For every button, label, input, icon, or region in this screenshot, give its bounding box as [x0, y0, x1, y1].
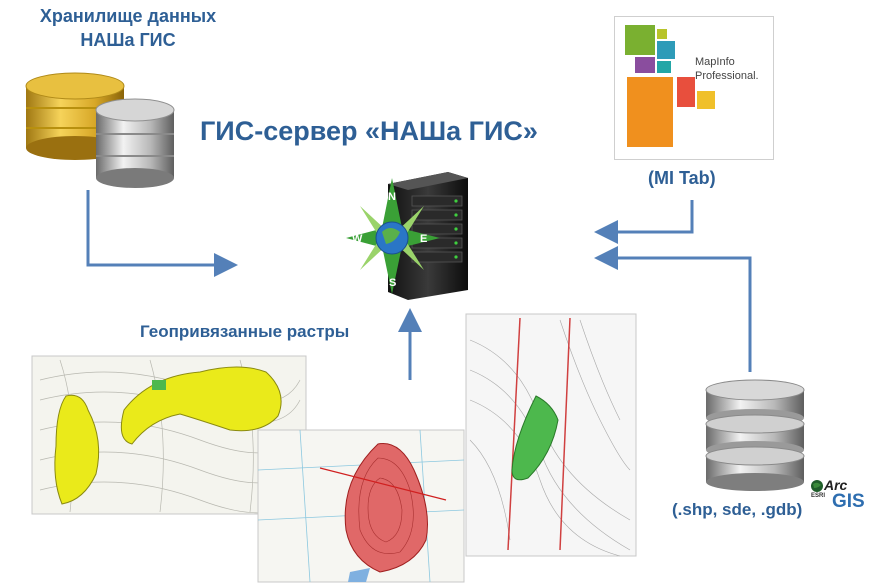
- mapinfo-format-label: (MI Tab): [648, 168, 716, 188]
- arcgis-logo-arc: Arc: [824, 477, 848, 493]
- server-title: ГИС-сервер «НАШа ГИС»: [200, 116, 538, 146]
- arcgis-logo: Arc ESRI GIS: [810, 477, 874, 517]
- arcgis-format-label: (.shp, sde, .gdb): [672, 500, 803, 519]
- mapinfo-logo-text1: MapInfo: [695, 56, 735, 68]
- arrow-mapinfo-to-server: [594, 200, 694, 244]
- server-icon: [388, 172, 468, 300]
- arrow-arcgis-to-server: [594, 246, 752, 372]
- mapinfo-logo: MapInfo Professional.: [614, 16, 774, 160]
- storage-title: Хранилище данных НАШа ГИС: [18, 4, 238, 52]
- arcgis-logo-esri: ESRI: [811, 493, 826, 499]
- raster-map-yellow: [31, 355, 307, 515]
- storage-title-line2: НАШа ГИС: [80, 30, 176, 50]
- compass-n: N: [388, 191, 396, 203]
- arrow-storage-to-server: [86, 190, 238, 277]
- mapinfo-logo-graphic: MapInfo Professional.: [625, 25, 759, 147]
- storage-title-line1: Хранилище данных: [39, 6, 217, 26]
- arcgis-database-icon: [705, 379, 805, 491]
- compass-icon: N E S W: [346, 178, 440, 294]
- compass-w: W: [352, 233, 363, 245]
- mapinfo-logo-text2: Professional.: [695, 70, 759, 82]
- silver-database-icon: [95, 98, 175, 188]
- raster-map-red: [257, 429, 465, 583]
- compass-e: E: [420, 233, 427, 245]
- arcgis-globe-icon: [811, 480, 823, 492]
- compass-s: S: [389, 277, 396, 289]
- raster-map-green: [465, 313, 637, 557]
- arcgis-logo-gis: GIS: [832, 491, 865, 512]
- rasters-label: Геопривязанные растры: [140, 322, 350, 341]
